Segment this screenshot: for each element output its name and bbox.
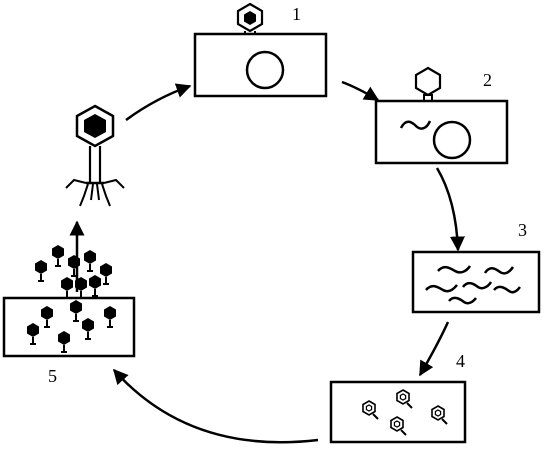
stage-2-empty-phage-icon [414,66,442,102]
stage-4-cell [329,380,467,444]
stage-2-bacterial-dna [432,120,472,160]
cycle-arrows [69,80,465,444]
stage-5-phages-released [34,244,113,299]
stage-1-phage-icon [236,2,264,34]
stage-2-label: 2 [483,70,492,90]
stage-1-label: 1 [292,4,301,24]
stage-1-bacterial-dna [245,50,285,90]
stage-2-cell [374,99,509,165]
stage-1: 1 [193,2,328,98]
stage-5: 5 [2,244,136,386]
stage-1-cell [193,32,328,98]
stage-5-phages-inside [26,299,117,353]
arrow-2-to-3 [435,167,465,252]
arrow-3-to-4 [418,321,450,377]
stage-3-dna-copies [425,265,521,305]
stage-3-cell [411,250,541,314]
arrow-1-to-2 [341,80,380,102]
free-phage-icon [65,104,125,207]
stage-5-label: 5 [48,366,57,386]
stage-2-phage-dna [399,120,432,130]
stage-3-label: 3 [518,220,527,240]
arrow-4-to-5 [112,368,319,444]
stage-3: 3 [411,220,541,314]
stage-2: 2 [374,66,509,165]
arrow-phage-to-1 [125,83,192,122]
stage-4: 4 [329,351,467,444]
stage-4-label: 4 [456,351,465,371]
stage-4-assembling-phages [362,389,448,436]
stage-5-cell [2,296,136,358]
